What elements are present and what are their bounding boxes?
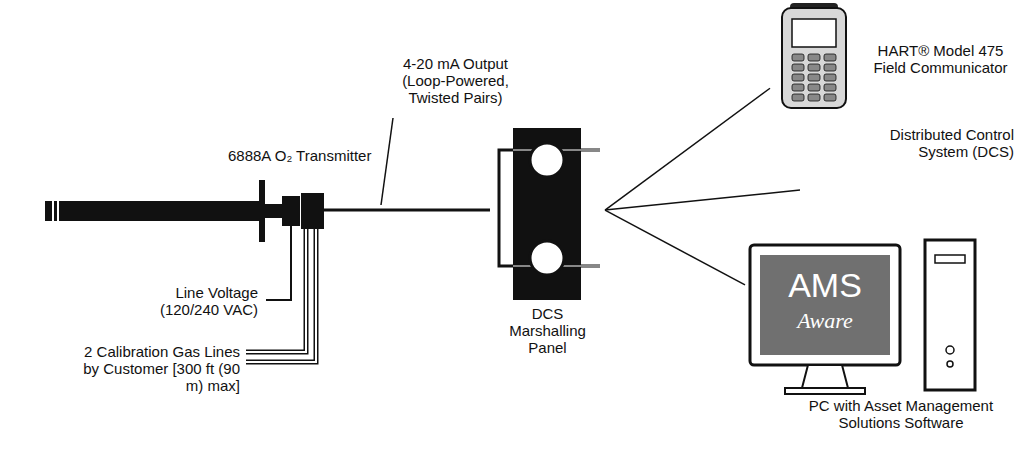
signal-line (605, 210, 745, 285)
transmitter-probe (45, 180, 390, 242)
pc-node: AMS Aware PC with Asset Management Solutio… (745, 240, 1019, 453)
node-label: DCS Marshalling Panel (500, 305, 595, 356)
node-label: Distributed Control System (DCS) (870, 126, 1014, 160)
pc-computer (750, 240, 975, 394)
marshalling-panel (499, 128, 600, 300)
communicator-node: HART® Model 475 Field Communicator (770, 2, 1018, 114)
leader-line (381, 118, 393, 205)
dcs-node: Distributed Control System (DCS) (800, 122, 1016, 197)
gas-line-label: 2 Calibration Gas Lines by Customer [300… (70, 343, 240, 394)
power-label: Line Voltage (120/240 VAC) (143, 284, 258, 318)
signal-line (390, 209, 490, 210)
power-wire (266, 226, 291, 300)
screen-logo-script: Aware (760, 308, 890, 334)
signal-line (605, 88, 770, 210)
node-caption: PC with Asset Management Solutions Softw… (785, 397, 1017, 431)
signal-label: 4-20 mA Output (Loop-Powered, Twisted Pa… (388, 55, 523, 106)
panel-node: DCS Marshalling Panel (490, 125, 605, 360)
signal-line (605, 190, 800, 210)
screen-logo: AMS (760, 266, 890, 304)
node-label: 6888A O₂ Transmitter (228, 147, 388, 164)
node-label: HART® Model 475 Field Communicator (868, 42, 1013, 76)
transmitter-node: 6888A O₂ Transmitter (40, 143, 390, 238)
field-communicator (782, 3, 846, 108)
